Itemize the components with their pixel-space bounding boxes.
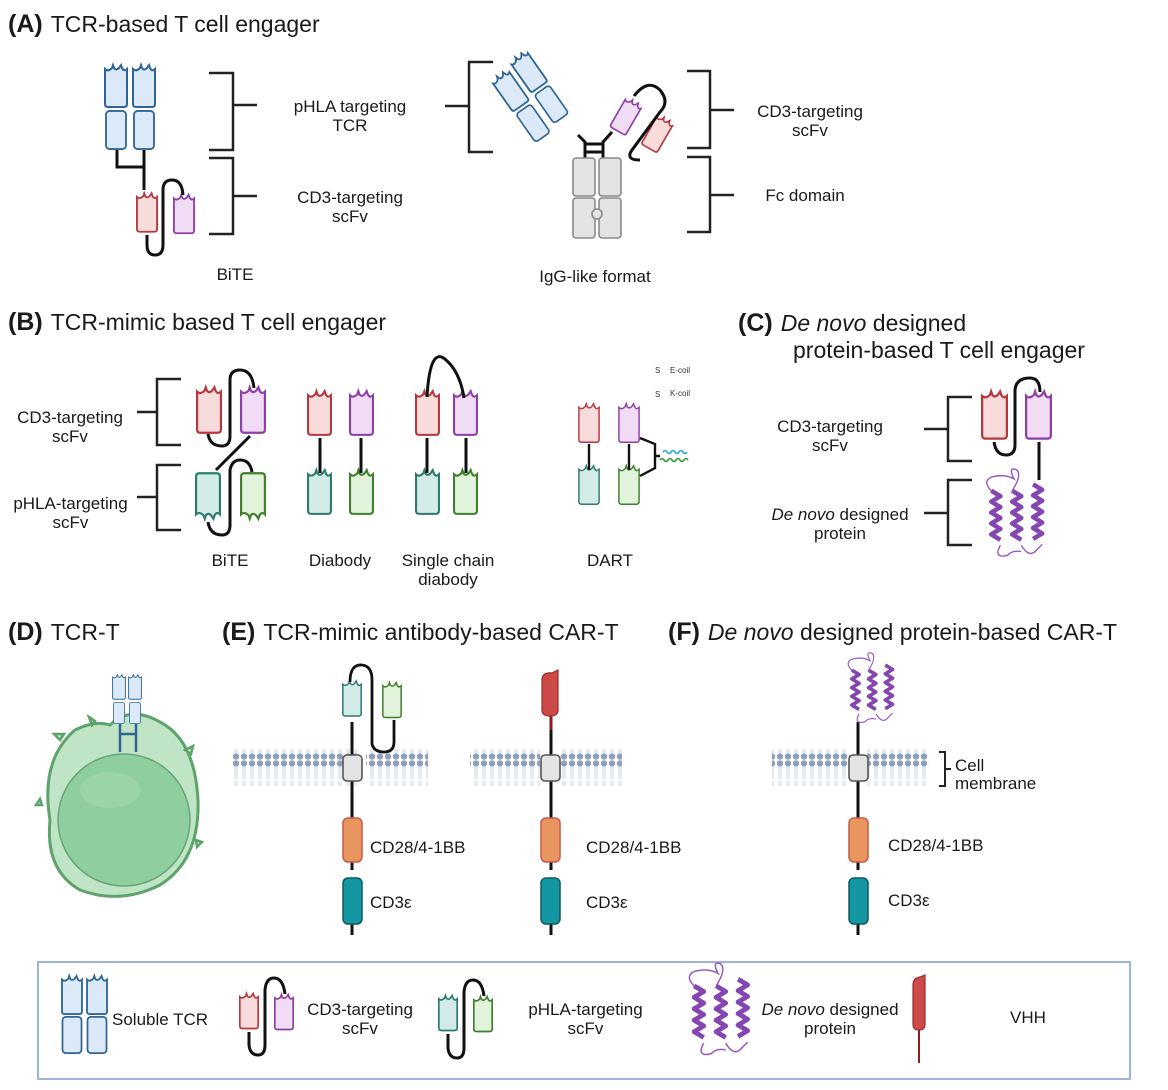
panel-c-letter: (C) [738,309,773,337]
e-cd3e-label-2: CD3ε [586,893,628,912]
panel-a-letter: (A) [8,10,43,38]
legend-soluble-tcr-label: Soluble TCR [112,1010,209,1029]
panel-e-letter: (E) [222,618,256,646]
a-igg-label: IgG-like format [539,267,651,286]
phla-scfv-icon [437,978,494,1060]
e-costim-label-1: CD28/4-1BB [370,838,466,857]
vhh-icon [912,974,926,1063]
b-diabody-label: Diabody [308,551,372,570]
a-brackets-left [209,71,257,236]
f-cd3e-label: CD3ε [888,891,930,910]
panel-f-title: (F)De novo designed protein-based CAR-T [668,618,1118,646]
soluble-tcr-icon [61,974,108,1055]
panel-e-title: (E)TCR-mimic antibody-based CAR-T [222,618,619,646]
membrane-bilayer-1 [232,749,357,786]
legend-box [37,961,1131,1080]
c-engager-diagram [980,376,1053,556]
e-costim-label-2: CD28/4-1BB [586,838,682,857]
c-brackets [924,395,972,547]
a-brackets-right [687,69,734,234]
panel-b-title: (B)TCR-mimic based T cell engager [8,308,387,336]
panel-d-letter: (D) [8,618,43,646]
b-e-coil-label: E-coil [670,366,691,375]
legend-vhh-label: VHH [1010,1008,1046,1027]
f-car-de-novo [772,653,951,935]
panel-b-letter: (B) [8,308,43,336]
panel-a-title: (A)TCR-based T cell engager [8,10,320,38]
a-bite-diagram [104,64,196,257]
panel-d-title: (D)TCR-T [8,618,120,646]
b-diabody-diagram [306,389,375,516]
e-car-scfv [232,663,428,935]
f-costim-label: CD28/4-1BB [888,836,984,855]
b-bite-diagram [194,368,267,537]
de-novo-protein-icon [689,963,747,1054]
d-tcr-t-cell [33,674,205,898]
e-cd3e-label-1: CD3ε [370,893,412,912]
e-car-vhh [470,669,622,935]
a-bite-label: BiTE [216,265,254,284]
panel-f-letter: (F) [668,618,700,646]
b-dart-label: DART [587,551,633,570]
cd3-scfv-icon [238,976,295,1057]
b-s-label-bottom: S [655,390,661,399]
b-k-coil-label: K-coil [670,389,691,398]
b-dart-diagram [578,402,689,506]
b-bite-label: BiTE [211,551,249,570]
b-s-label-top: S [655,366,661,375]
b-single-chain-diabody-diagram [414,355,479,516]
b-brackets [137,377,181,532]
a-igg-diagram [490,49,675,239]
a-fc-domain-label: Fc domain [765,186,845,205]
a-bracket-igg-tcr [445,60,493,154]
